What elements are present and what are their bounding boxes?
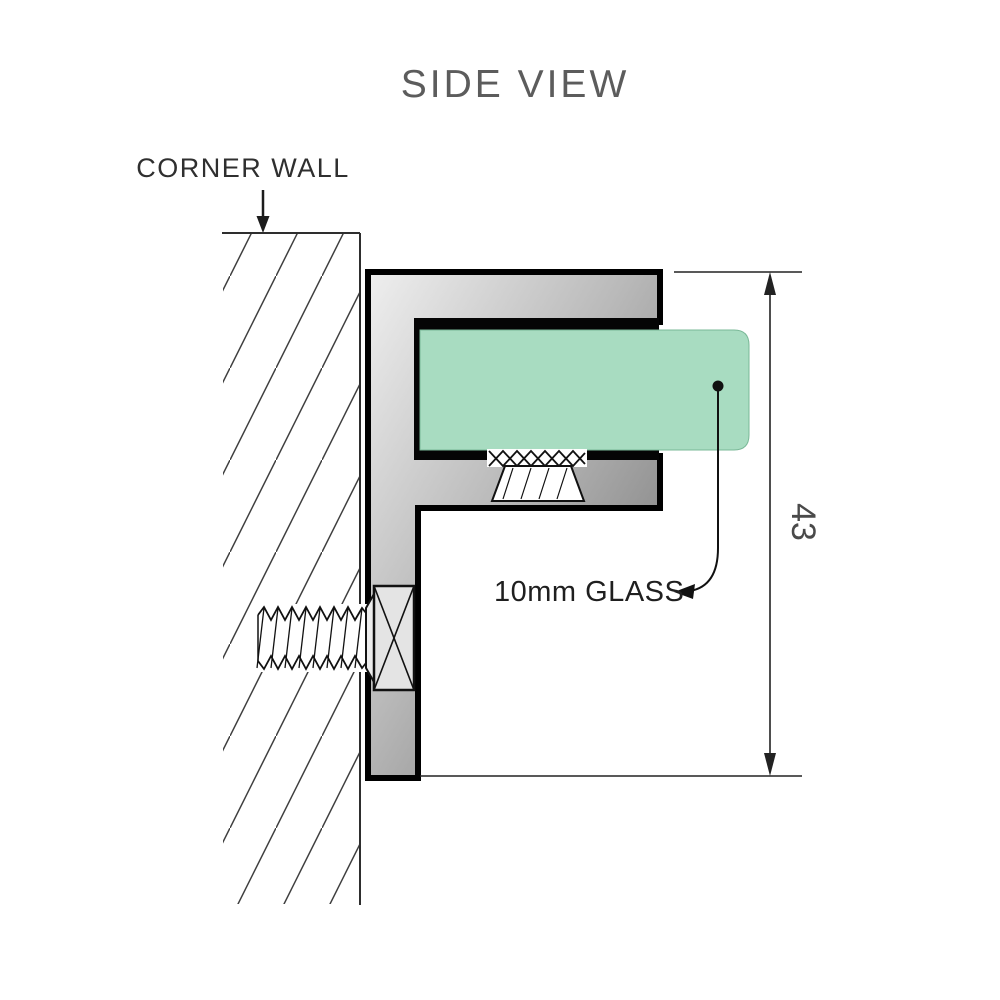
screw-thread-bottom xyxy=(257,654,367,671)
glass-callout: 10mm GLASS xyxy=(494,380,724,608)
glass-label: 10mm GLASS xyxy=(494,576,684,608)
mounting-screw xyxy=(256,584,416,692)
dimension-arrow-up-icon xyxy=(764,272,776,295)
dimension-label: 43 xyxy=(784,503,822,541)
glass-leader-arrow-icon xyxy=(674,584,695,599)
dimension-arrow-down-icon xyxy=(764,753,776,776)
corner-wall-label: CORNER WALL xyxy=(136,153,350,183)
grub-screw xyxy=(487,449,587,502)
corner-wall-arrow-icon xyxy=(256,190,270,233)
bracket-profile xyxy=(365,269,663,781)
glass-panel xyxy=(419,329,750,451)
wall-hatching xyxy=(223,234,359,904)
glass-leader-line xyxy=(689,386,719,592)
screw-thread-top xyxy=(257,605,367,622)
wall-section xyxy=(222,232,361,905)
dimension-43: 43 xyxy=(420,271,822,777)
page-title: SIDE VIEW xyxy=(401,63,630,106)
